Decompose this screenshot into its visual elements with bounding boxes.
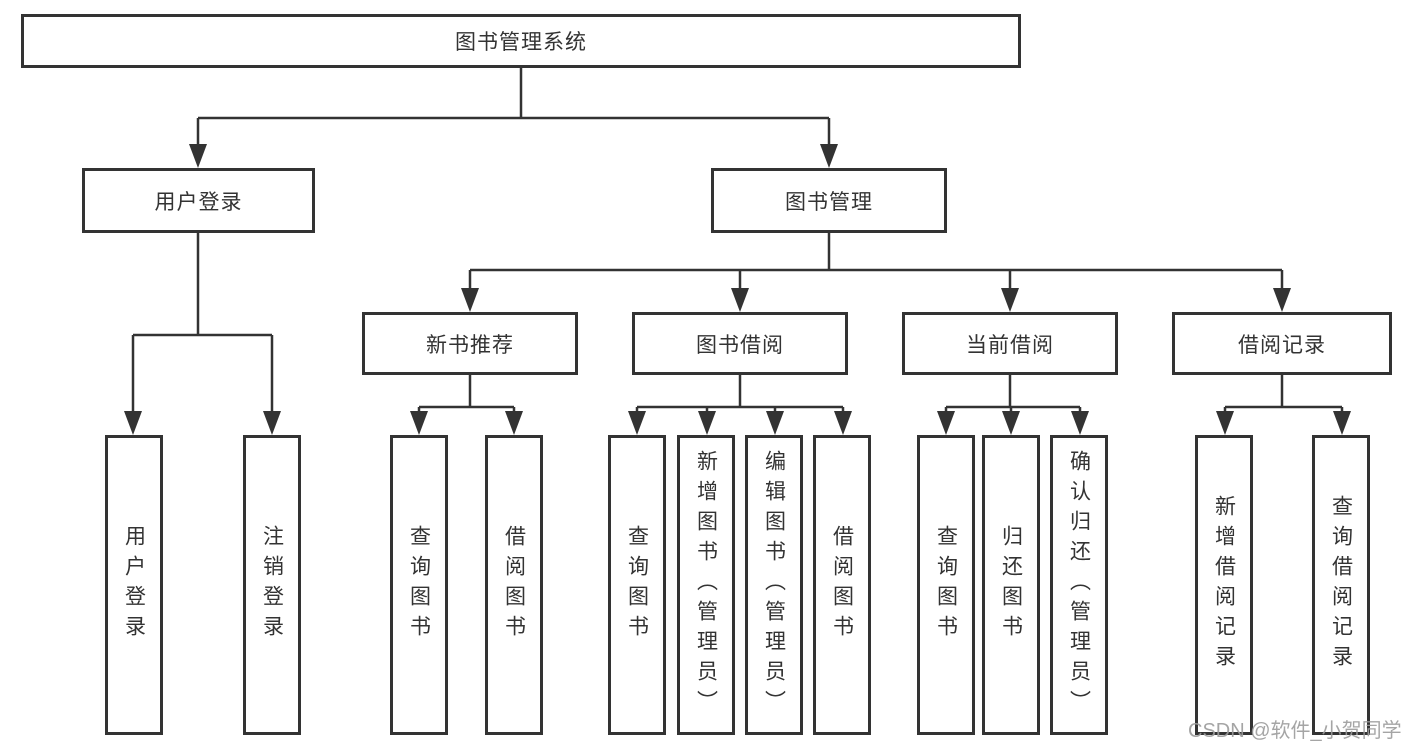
leaf-nb-borrow-books-label: 借阅图书 — [502, 525, 526, 645]
node-root: 图书管理系统 — [21, 14, 1021, 68]
connector-lines — [131, 68, 1344, 418]
node-user-login: 用户登录 — [82, 168, 315, 233]
leaf-bb-borrow-books-label: 借阅图书 — [830, 525, 854, 645]
leaf-br-query-record-label: 查询借阅记录 — [1329, 495, 1353, 675]
node-borrow-records: 借阅记录 — [1172, 312, 1392, 375]
leaf-nb-query-books-label: 查询图书 — [407, 525, 431, 645]
leaf-bb-add-books-admin: 新增图书（管理员） — [677, 435, 735, 735]
leaf-bb-borrow-books: 借阅图书 — [813, 435, 871, 735]
leaf-bb-edit-books-admin: 编辑图书（管理员） — [745, 435, 803, 735]
leaf-cb-return-books: 归还图书 — [982, 435, 1040, 735]
leaf-nb-borrow-books: 借阅图书 — [485, 435, 543, 735]
leaf-user-login-label: 用户登录 — [122, 525, 146, 645]
node-current-borrow-label: 当前借阅 — [966, 333, 1054, 357]
leaf-cb-query-books-label: 查询图书 — [934, 525, 958, 645]
node-book-management: 图书管理 — [711, 168, 947, 233]
leaf-cb-confirm-return-admin: 确认归还（管理员） — [1050, 435, 1108, 735]
watermark: CSDN @软件_小贺同学 — [1188, 720, 1402, 742]
leaf-br-add-record-label: 新增借阅记录 — [1212, 495, 1236, 675]
leaf-cb-query-books: 查询图书 — [917, 435, 975, 735]
node-new-book-recommend-label: 新书推荐 — [426, 333, 514, 357]
leaf-cb-return-books-label: 归还图书 — [999, 525, 1023, 645]
arrowhead-icons — [124, 144, 1351, 435]
leaf-cb-confirm-return-admin-label: 确认归还（管理员） — [1067, 450, 1091, 720]
leaf-br-query-record: 查询借阅记录 — [1312, 435, 1370, 735]
leaf-logout: 注销登录 — [243, 435, 301, 735]
leaf-bb-query-books-label: 查询图书 — [625, 525, 649, 645]
node-root-label: 图书管理系统 — [455, 31, 587, 54]
node-book-borrow: 图书借阅 — [632, 312, 848, 375]
node-book-management-label: 图书管理 — [785, 190, 873, 214]
leaf-bb-query-books: 查询图书 — [608, 435, 666, 735]
node-book-borrow-label: 图书借阅 — [696, 333, 784, 357]
leaf-bb-edit-books-admin-label: 编辑图书（管理员） — [762, 450, 786, 720]
node-current-borrow: 当前借阅 — [902, 312, 1118, 375]
leaf-nb-query-books: 查询图书 — [390, 435, 448, 735]
node-user-login-label: 用户登录 — [154, 190, 243, 214]
node-borrow-records-label: 借阅记录 — [1238, 333, 1326, 357]
node-new-book-recommend: 新书推荐 — [362, 312, 578, 375]
leaf-br-add-record: 新增借阅记录 — [1195, 435, 1253, 735]
leaf-logout-label: 注销登录 — [260, 525, 284, 645]
leaf-bb-add-books-admin-label: 新增图书（管理员） — [694, 450, 718, 720]
leaf-user-login: 用户登录 — [105, 435, 163, 735]
